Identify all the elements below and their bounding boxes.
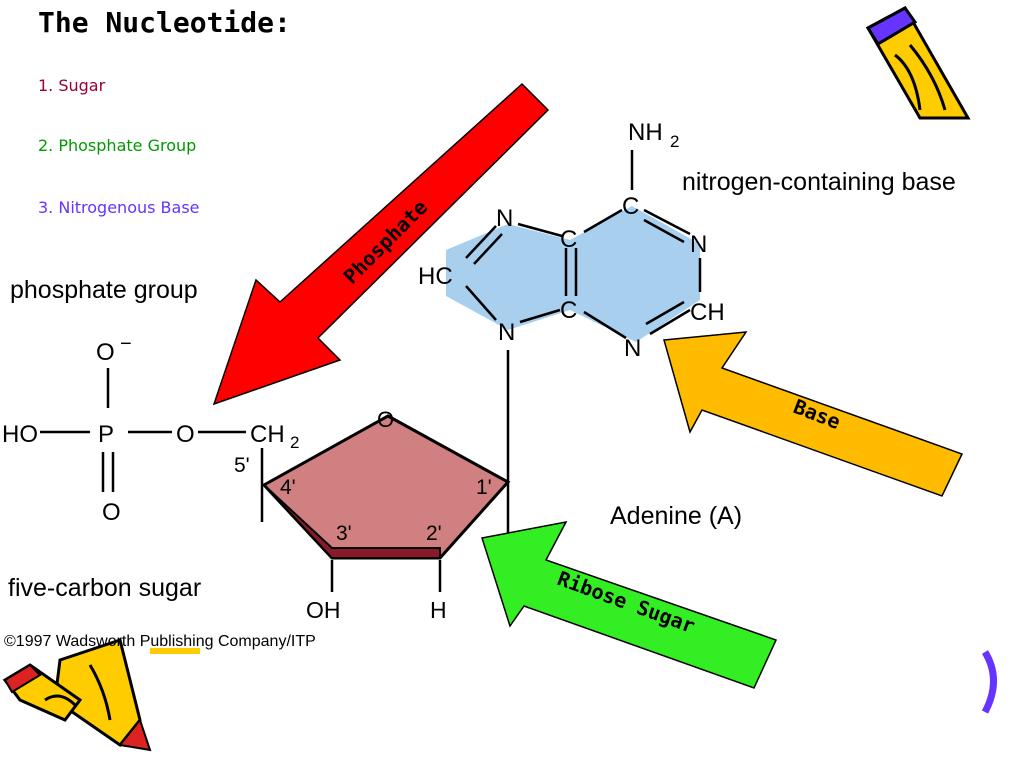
slide-heading: The Nucleotide: xyxy=(38,6,291,39)
phosphate-o-minus: O xyxy=(96,339,115,366)
copyright-text: ©1997 Wadsworth Publishing Company/ITP xyxy=(4,633,316,650)
list-item-base: 3. Nitrogenous Base xyxy=(38,198,200,217)
phosphate-group-structure: phosphate group O − HO P O CH 2 O xyxy=(2,276,299,526)
phosphate-p: P xyxy=(98,421,114,448)
base-atom-c6: C xyxy=(622,193,639,220)
ch2-c-h: CH xyxy=(250,421,285,448)
base-atom-n7: N xyxy=(496,205,513,232)
nitrogen-base-label: nitrogen-containing base xyxy=(682,168,956,196)
base-atom-c8: HC xyxy=(418,263,453,290)
phosphate-minus-sign: − xyxy=(120,333,132,355)
base-atom-n1: N xyxy=(690,231,707,258)
base-arrow: Base xyxy=(663,331,964,497)
nh2-n-h: NH xyxy=(628,119,663,146)
phosphate-o-double: O xyxy=(102,499,121,526)
base-atom-n3: N xyxy=(624,335,641,362)
carbon-5-label: 5' xyxy=(234,454,250,477)
h-atom: H xyxy=(430,597,447,623)
bracket-decoration-icon xyxy=(981,650,997,714)
carbon-4-label: 4' xyxy=(280,476,296,499)
adenine-base-structure: NH 2 N C C N HC C N CH N nitrogen-contai… xyxy=(418,119,956,530)
phosphate-ho: HO xyxy=(2,421,38,448)
adenine-label: Adenine (A) xyxy=(610,502,742,530)
base-atom-n9: N xyxy=(498,319,515,346)
list-item-phosphate: 2. Phosphate Group xyxy=(38,136,197,155)
base-atom-c5: C xyxy=(560,226,577,253)
five-ring-fill xyxy=(446,224,570,330)
ch2-subscript: 2 xyxy=(290,433,299,452)
carbon-3-label: 3' xyxy=(336,522,352,545)
list-item-sugar: 1. Sugar xyxy=(38,76,106,95)
carbon-1-label: 1' xyxy=(476,476,492,499)
ring-oxygen: O xyxy=(377,407,394,432)
nh2-subscript: 2 xyxy=(670,132,679,151)
phosphate-group-label: phosphate group xyxy=(10,276,198,304)
phosphate-o-bridge: O xyxy=(176,421,195,448)
ribose-ring xyxy=(261,414,511,560)
six-ring-fill xyxy=(570,206,700,342)
ribose-arrow: Ribose Sugar xyxy=(481,520,778,689)
oh-group: OH xyxy=(306,597,341,623)
base-atom-c4: C xyxy=(560,297,577,324)
carbon-2-label: 2' xyxy=(426,522,442,545)
pencil-clipart-top-icon xyxy=(865,0,1024,120)
ribose-sugar-structure: O 5' 4' 1' 3' 2' OH H five-carbon sugar … xyxy=(4,350,511,650)
pencil-clipart-bottom-icon xyxy=(2,638,200,752)
base-atom-c2: CH xyxy=(690,299,725,326)
five-carbon-sugar-label: five-carbon sugar xyxy=(8,574,201,602)
nucleotide-components-list: The Nucleotide: 1. Sugar 2. Phosphate Gr… xyxy=(38,6,291,218)
